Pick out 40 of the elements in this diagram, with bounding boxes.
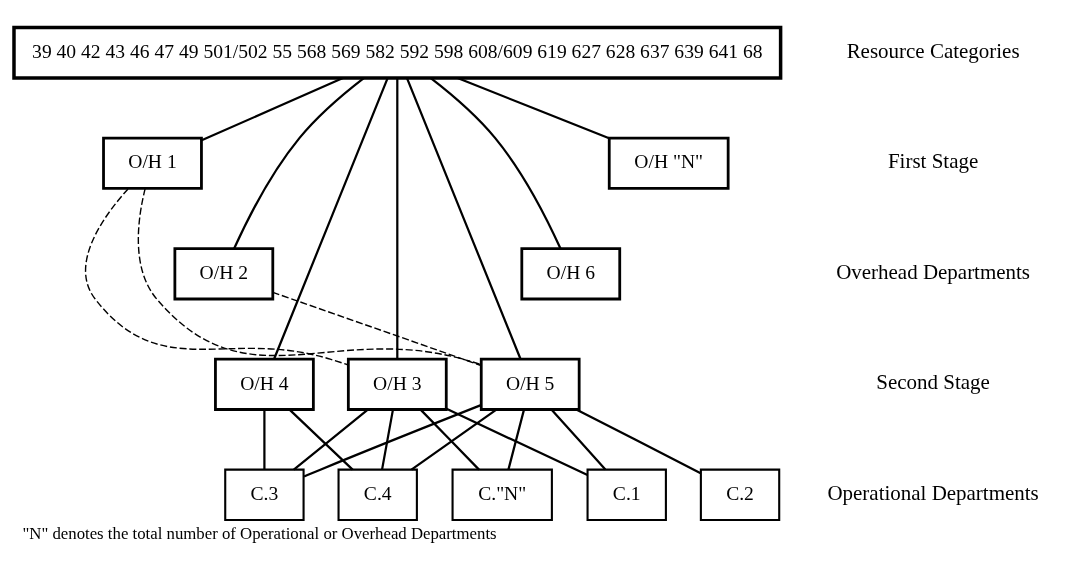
connector <box>293 408 369 470</box>
connector <box>576 408 702 474</box>
connector <box>419 408 480 470</box>
connector <box>263 409 266 470</box>
node-box: C.3 <box>224 468 305 521</box>
connector <box>272 291 482 366</box>
connector <box>84 187 349 366</box>
node-box: C.1 <box>586 468 667 521</box>
connector <box>201 76 344 141</box>
node-box: O/H "N" <box>607 136 730 190</box>
connector <box>303 403 482 477</box>
node-box: C."N" <box>451 468 553 521</box>
node-box: O/H 3 <box>346 357 448 411</box>
node-box: O/H 6 <box>520 246 622 300</box>
label: First Stage <box>887 148 979 173</box>
connector <box>410 408 497 471</box>
node-box: C.4 <box>337 468 418 521</box>
connector <box>406 77 522 359</box>
node-box: C.2 <box>699 468 781 521</box>
connector <box>446 407 588 476</box>
node-box: 39 40 42 43 46 47 49 501/502 55 568 569 582 592 598 608/609 619 627 628 637 639 641 68 <box>12 25 783 80</box>
label: Resource Categories <box>846 38 1020 63</box>
connector <box>380 408 395 470</box>
label: Operational Departments <box>827 480 1039 505</box>
label: Overhead Departments <box>836 259 1031 284</box>
connector <box>457 76 610 139</box>
node-box: O/H 2 <box>173 246 275 300</box>
connector <box>273 77 389 359</box>
label: Second Stage <box>876 369 990 394</box>
connector <box>550 408 607 470</box>
connector <box>507 408 526 470</box>
node-box: O/H 1 <box>102 136 203 190</box>
node-box: O/H 5 <box>479 357 581 411</box>
connector <box>430 76 562 249</box>
caption: "N" denotes the total number of Operational or Overhead Departments <box>22 523 497 543</box>
connector <box>288 408 354 470</box>
connector <box>137 187 482 365</box>
connector <box>396 77 399 359</box>
connector <box>233 76 365 249</box>
node-box: O/H 4 <box>214 357 315 411</box>
